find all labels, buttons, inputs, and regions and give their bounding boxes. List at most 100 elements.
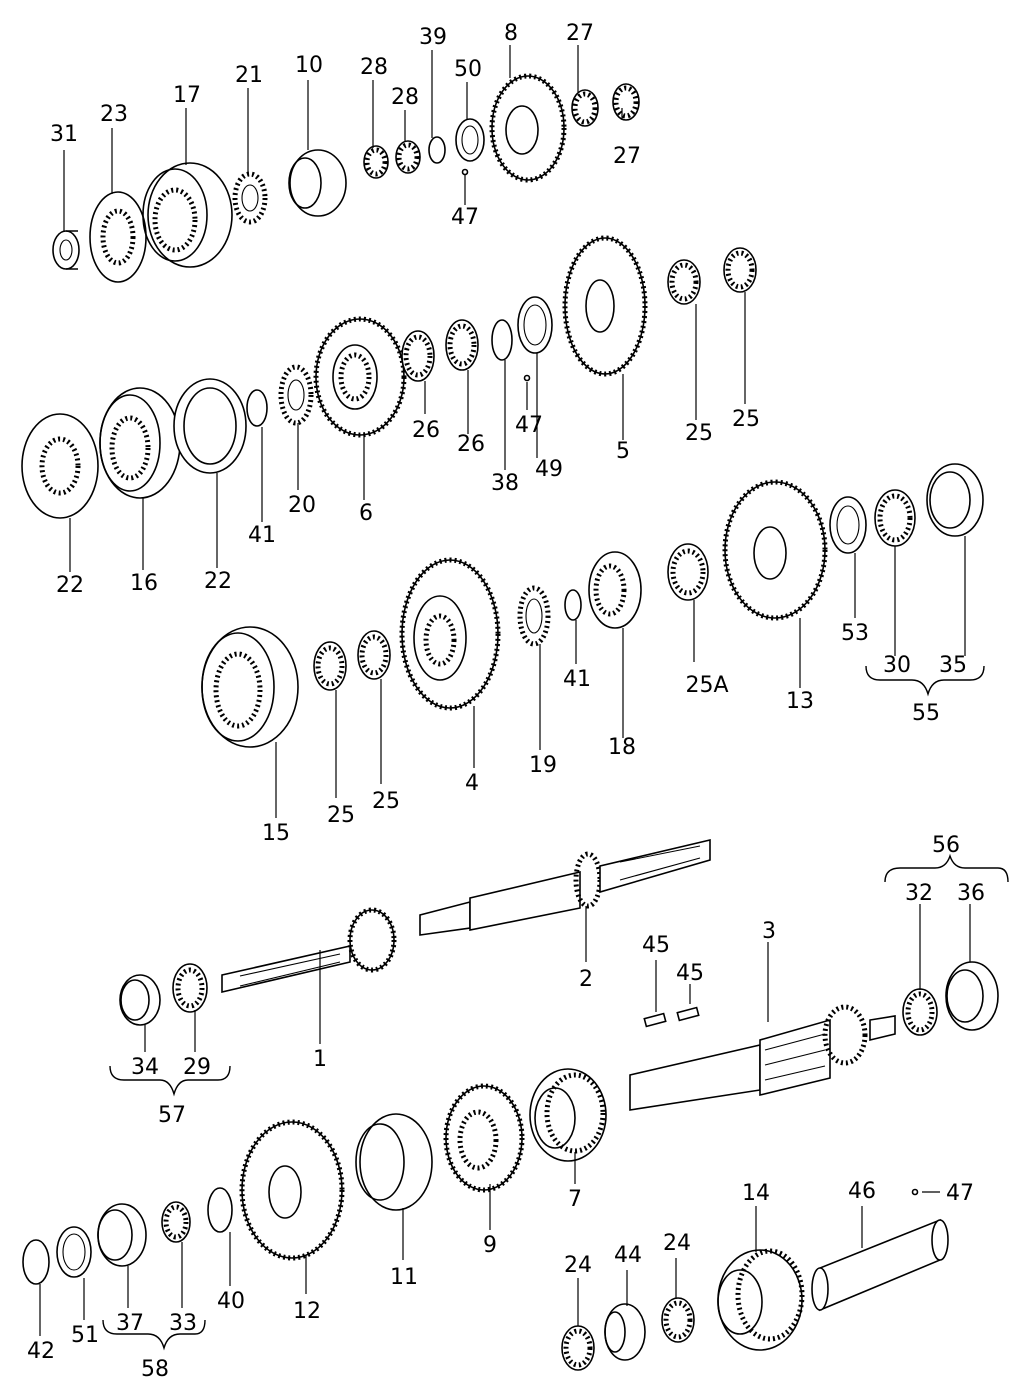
part-40-snap-ring	[207, 1187, 233, 1233]
label-20: 20	[288, 493, 316, 518]
part-10-ring	[288, 149, 347, 217]
label-24b: 24	[663, 1231, 691, 1256]
part-32-bearing-cone	[902, 988, 938, 1036]
part-45-key-b	[676, 1006, 700, 1022]
part-38-snap-ring	[491, 319, 513, 361]
label-45b: 45	[676, 961, 704, 986]
label-7: 7	[568, 1187, 582, 1212]
label-55: 55	[912, 701, 940, 726]
part-24-bearing-a	[561, 1325, 595, 1371]
part-25-bearing-a	[667, 259, 701, 305]
label-16: 16	[130, 571, 158, 596]
label-8: 8	[504, 21, 518, 46]
label-41a: 41	[248, 523, 276, 548]
label-26b: 26	[457, 432, 485, 457]
label-22b: 22	[204, 569, 232, 594]
part-27-bearing-a	[571, 89, 599, 127]
label-10: 10	[295, 53, 323, 78]
part-41-snap-ring-a	[246, 389, 268, 427]
label-14: 14	[742, 1181, 770, 1206]
part-44-spacer	[604, 1303, 646, 1361]
label-56: 56	[932, 833, 960, 858]
label-13: 13	[786, 689, 814, 714]
part-8-gear	[489, 73, 567, 183]
part-16-synchro	[99, 387, 181, 499]
part-18-ring	[588, 551, 642, 629]
label-27a: 27	[566, 21, 594, 46]
label-22a: 22	[56, 573, 84, 598]
part-47-ball-c	[911, 1188, 919, 1196]
part-35-bearing-cup	[926, 463, 984, 537]
part-14-gear	[717, 1248, 805, 1351]
part-2-input-shaft	[419, 838, 711, 936]
label-40: 40	[217, 1289, 245, 1314]
label-4: 4	[465, 771, 479, 796]
label-51: 51	[71, 1323, 99, 1348]
label-6: 6	[359, 501, 373, 526]
part-25-bearing-c	[313, 641, 347, 691]
label-32: 32	[905, 881, 933, 906]
part-31-bearing	[52, 230, 80, 270]
part-37-bearing-cup	[97, 1203, 147, 1267]
label-29: 29	[183, 1055, 211, 1080]
label-5: 5	[616, 439, 630, 464]
label-26a: 26	[412, 418, 440, 443]
part-53-washer	[829, 496, 867, 554]
label-53: 53	[841, 621, 869, 646]
part-4-gear	[399, 557, 501, 711]
part-15-synchro	[201, 626, 299, 748]
label-49: 49	[535, 457, 563, 482]
part-24-bearing-b	[661, 1297, 695, 1343]
label-36: 36	[957, 881, 985, 906]
label-39: 39	[419, 25, 447, 50]
part-7-gear	[529, 1068, 607, 1162]
part-46-shaft	[811, 1218, 949, 1312]
label-27b: 27	[613, 144, 641, 169]
label-25d: 25	[372, 789, 400, 814]
label-38: 38	[491, 471, 519, 496]
label-41b: 41	[563, 667, 591, 692]
label-1: 1	[313, 1047, 327, 1072]
part-13-gear	[722, 479, 828, 621]
label-34: 34	[131, 1055, 159, 1080]
part-29-bearing-cone	[172, 963, 208, 1013]
part-28-bearing-a	[363, 145, 389, 179]
label-2: 2	[579, 967, 593, 992]
part-25-bearing-b	[723, 247, 757, 293]
part-25-bearing-d	[357, 630, 391, 680]
label-35: 35	[939, 653, 967, 678]
part-23-disc	[89, 191, 147, 283]
part-39-snap-ring	[428, 136, 446, 164]
part-22-plate-b	[173, 378, 247, 474]
label-9: 9	[483, 1233, 497, 1258]
part-45-key-a	[643, 1012, 667, 1028]
label-18: 18	[608, 735, 636, 760]
label-47a: 47	[451, 205, 479, 230]
part-21-gear	[232, 171, 268, 225]
label-25a: 25	[685, 421, 713, 446]
part-20-gear	[278, 364, 314, 426]
part-5-gear	[562, 235, 648, 377]
part-1-main-shaft	[221, 907, 397, 994]
label-24a: 24	[564, 1253, 592, 1278]
part-33-bearing	[161, 1201, 191, 1243]
label-25b: 25	[732, 407, 760, 432]
part-9-gear	[443, 1083, 525, 1193]
label-58: 58	[141, 1357, 169, 1382]
part-36-bearing-cup	[945, 961, 999, 1031]
part-26-bearing-a	[401, 330, 435, 382]
part-25A-bearing	[667, 543, 709, 601]
label-44: 44	[614, 1243, 642, 1268]
label-25A: 25A	[685, 673, 728, 698]
label-42: 42	[27, 1339, 55, 1364]
part-50-washer	[455, 118, 485, 162]
label-57: 57	[158, 1103, 186, 1128]
part-41-snap-ring-b	[564, 589, 582, 621]
part-47-ball-a	[461, 168, 469, 176]
part-47-ball-b	[523, 374, 531, 382]
part-49-washer	[517, 296, 553, 354]
label-47c: 47	[946, 1181, 974, 1206]
label-3: 3	[762, 919, 776, 944]
label-33: 33	[169, 1311, 197, 1336]
